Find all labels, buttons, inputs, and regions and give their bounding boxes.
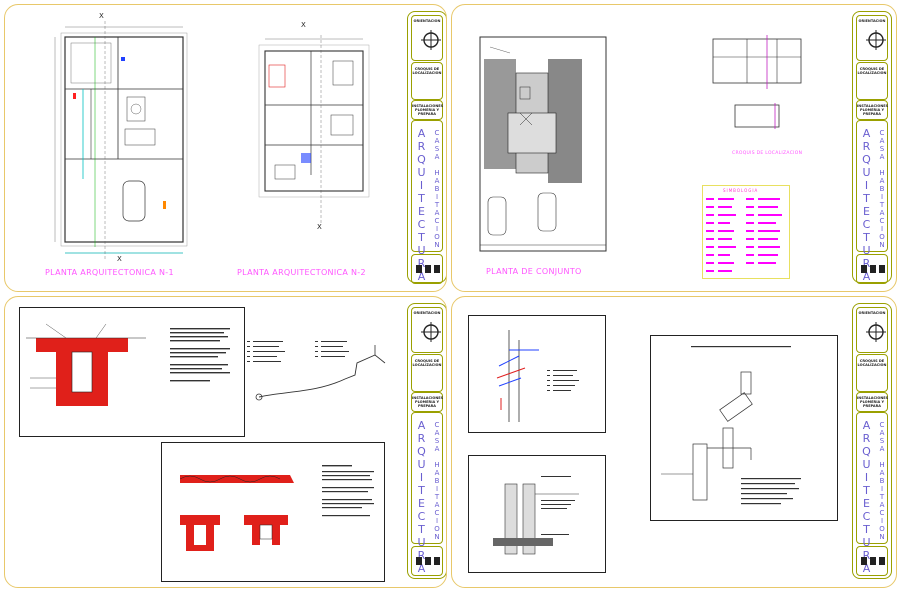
- croquis-box: CROQUIS DE LOCALIZACION: [411, 62, 443, 100]
- cubierta-detail-drawing: [179, 475, 294, 551]
- project-box: INSTALACIONES PLOMERIA Y PREPARA: [856, 392, 888, 412]
- logo-box: [411, 254, 443, 284]
- vertical-main-title: ARQUITECTURA: [860, 127, 873, 283]
- logo-box: [411, 546, 443, 576]
- orientation-box: ORIENTACION: [411, 307, 443, 353]
- sheet-plantas: X X X X PLANTA ARQUITECTONICA N-1 PLANTA…: [4, 4, 447, 292]
- orientation-label: ORIENTACION: [413, 311, 441, 315]
- sheet-detalles-2: ORIENTACION CROQUIS DE LOCALIZACION INST…: [451, 296, 897, 588]
- north-arrow-icon: [421, 30, 441, 50]
- title-block: ORIENTACION CROQUIS DE LOCALIZACION INST…: [852, 11, 892, 284]
- north-arrow-icon: [866, 322, 886, 342]
- orientation-label: ORIENTACION: [858, 19, 886, 23]
- logo-icon: [861, 265, 885, 273]
- croquis-label: CROQUIS DE LOCALIZACION: [857, 359, 887, 367]
- logo-box: [856, 254, 888, 284]
- caption-croquis: CROQUIS DE LOCALIZACION: [732, 151, 803, 156]
- north-arrow-icon: [866, 30, 886, 50]
- title-block: ORIENTACION CROQUIS DE LOCALIZACION INST…: [407, 11, 446, 284]
- title-block: ORIENTACION CROQUIS DE LOCALIZACION INST…: [407, 303, 446, 579]
- logo-icon: [861, 557, 885, 565]
- croquis-box: CROQUIS DE LOCALIZACION: [856, 62, 888, 100]
- orientation-box: ORIENTACION: [856, 307, 888, 353]
- vertical-main-title: ARQUITECTURA: [415, 419, 428, 575]
- project-box: INSTALACIONES PLOMERIA Y PREPARA: [856, 100, 888, 120]
- axis-label: X: [99, 12, 104, 20]
- orientation-label: ORIENTACION: [858, 311, 886, 315]
- bajante-section-drawing: [493, 476, 579, 555]
- vertical-main-title: ARQUITECTURA: [415, 127, 428, 283]
- project-label: INSTALACIONES PLOMERIA Y PREPARA: [857, 104, 889, 116]
- sheet-conjunto: PLANTA DE CONJUNTO CROQUIS DE LOCALIZACI…: [451, 4, 897, 292]
- project-label: INSTALACIONES PLOMERIA Y PREPARA: [412, 104, 444, 116]
- vertical-title-box: ARQUITECTURA CASA HABITACION: [411, 120, 443, 283]
- caption-planta-1: PLANTA ARQUITECTONICA N-1: [45, 268, 174, 277]
- caption-conjunto: PLANTA DE CONJUNTO: [486, 267, 582, 276]
- registro-section-drawing: [26, 323, 146, 406]
- croquis-label: CROQUIS DE LOCALIZACION: [412, 67, 442, 75]
- vertical-title-box: ARQUITECTURA CASA HABITACION: [856, 120, 888, 283]
- detail-frame-isometrico: [468, 315, 606, 433]
- floor-plan-level-1: [54, 21, 188, 259]
- project-box: INSTALACIONES PLOMERIA Y PREPARA: [411, 392, 443, 412]
- symbology-legend: SIMBOLOGIA: [702, 185, 790, 279]
- north-arrow-icon: [421, 322, 441, 342]
- installation-detail-drawing: [661, 346, 801, 505]
- location-sketch: [712, 35, 802, 129]
- vertical-title-box: ARQUITECTURA CASA HABITACION: [411, 412, 443, 575]
- title-block: ORIENTACION CROQUIS DE LOCALIZACION INST…: [852, 303, 892, 579]
- orientation-box: ORIENTACION: [411, 15, 443, 61]
- caption-planta-2: PLANTA ARQUITECTONICA N-2: [237, 268, 366, 277]
- sheet-detalles-1: ORIENTACION CROQUIS DE LOCALIZACION INST…: [4, 296, 447, 588]
- floor-plan-level-2: [258, 35, 370, 225]
- vertical-sub-title: CASA HABITACION: [878, 129, 886, 249]
- logo-box: [856, 546, 888, 576]
- symbology-list: [706, 198, 782, 272]
- vertical-title-box: ARQUITECTURA CASA HABITACION: [856, 412, 888, 575]
- vertical-sub-title: CASA HABITACION: [878, 421, 886, 541]
- orientation-label: ORIENTACION: [413, 19, 441, 23]
- detail-frame-instalacion: [650, 335, 838, 521]
- cubierta-notes-text: [322, 465, 374, 517]
- logo-icon: [416, 557, 440, 565]
- croquis-label: CROQUIS DE LOCALIZACION: [412, 359, 442, 367]
- detail-frame-registro: [19, 307, 245, 437]
- axis-label: X: [317, 223, 322, 231]
- project-box: INSTALACIONES PLOMERIA Y PREPARA: [411, 100, 443, 120]
- croquis-label: CROQUIS DE LOCALIZACION: [857, 67, 887, 75]
- symbology-title: SIMBOLOGIA: [723, 188, 759, 193]
- croquis-box: CROQUIS DE LOCALIZACION: [411, 354, 443, 392]
- water-isometric-drawing: [496, 330, 579, 422]
- isometric-gas-diagram: [247, 341, 386, 401]
- vertical-sub-title: CASA HABITACION: [433, 129, 441, 249]
- orientation-box: ORIENTACION: [856, 15, 888, 61]
- croquis-box: CROQUIS DE LOCALIZACION: [856, 354, 888, 392]
- site-plan: [479, 36, 607, 252]
- project-label: INSTALACIONES PLOMERIA Y PREPARA: [412, 396, 444, 408]
- logo-icon: [416, 265, 440, 273]
- detail-frame-bajante: [468, 455, 606, 573]
- project-label: INSTALACIONES PLOMERIA Y PREPARA: [857, 396, 889, 408]
- vertical-sub-title: CASA HABITACION: [433, 421, 441, 541]
- axis-label: X: [301, 21, 306, 29]
- registro-notes-text: [170, 328, 230, 382]
- detail-frame-cubierta: [161, 442, 385, 582]
- axis-label: X: [117, 255, 122, 263]
- vertical-main-title: ARQUITECTURA: [860, 419, 873, 575]
